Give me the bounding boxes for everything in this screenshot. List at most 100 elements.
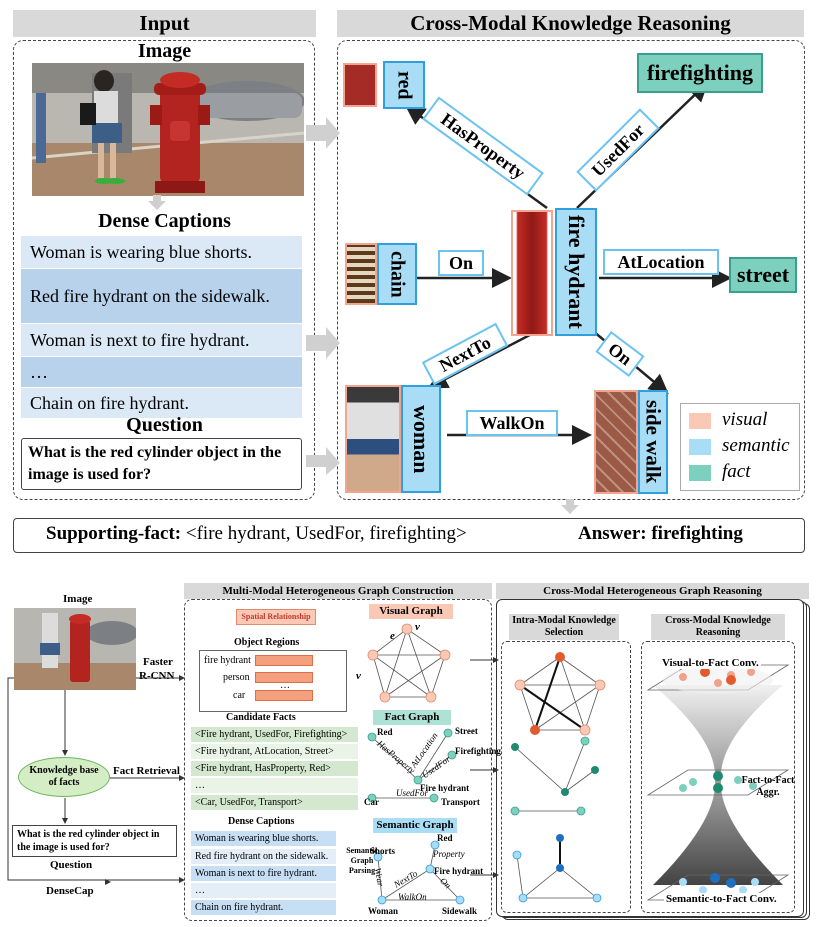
question-label: Question bbox=[126, 414, 203, 436]
mmhgc-box bbox=[184, 599, 492, 921]
legend-visual-label: visual bbox=[722, 409, 768, 430]
legend-fact-label: fact bbox=[722, 461, 751, 482]
fact-row-4: … bbox=[191, 778, 358, 793]
visual-graph bbox=[367, 623, 451, 703]
visual-red-crop bbox=[343, 63, 377, 107]
fact-row-5: <Car, UsedFor, Transport> bbox=[191, 795, 358, 810]
sg-shorts: Shorts bbox=[370, 846, 396, 856]
visual-woman-crop bbox=[345, 385, 401, 493]
region-person: person bbox=[223, 672, 250, 683]
fact-row-3: <Fire hydrant, HasProperty, Red> bbox=[191, 761, 358, 776]
b-question-box: What is the red cylinder object in the i… bbox=[12, 825, 177, 857]
caption-4: … bbox=[21, 357, 302, 387]
b-flow-arrows bbox=[470, 657, 499, 878]
fg-firefighting: Firefighting bbox=[455, 746, 501, 756]
region-bar-3 bbox=[255, 690, 313, 701]
visual-hydrant-crop bbox=[511, 210, 553, 336]
image-label: Image bbox=[137, 40, 192, 62]
b-street-photo bbox=[14, 608, 136, 690]
spatial-relationship: Spatial Relationship bbox=[236, 609, 316, 625]
rel-on-1: On bbox=[438, 250, 484, 276]
intra-semantic-graph bbox=[512, 834, 602, 903]
candidate-facts-label: Candidate Facts bbox=[226, 712, 296, 723]
sg-edge-walkon: WalkOn bbox=[398, 892, 427, 902]
sg-sidewalk: Sidewalk bbox=[442, 906, 478, 916]
dense-captions-label: Dense Captions bbox=[98, 210, 231, 232]
fact-row-2: <Fire hydrant, AtLocation, Street> bbox=[191, 744, 358, 759]
fg-edge-usedfor-2: UsedFor bbox=[396, 788, 428, 798]
legend-semantic-label: semantic bbox=[722, 435, 790, 456]
answer: Answer: firefighting bbox=[578, 523, 743, 545]
sg-red: Red bbox=[437, 833, 453, 843]
down-arrow-small bbox=[148, 195, 166, 210]
visual-graph-label: Visual Graph bbox=[369, 604, 453, 619]
node-street: street bbox=[729, 257, 797, 293]
vg-label-vj: v bbox=[356, 670, 361, 682]
fg-car: Car bbox=[364, 797, 379, 807]
gray-arrows bbox=[306, 117, 340, 475]
b-caption-3: Woman is next to fire hydrant. bbox=[191, 866, 336, 881]
answer-value: firefighting bbox=[651, 523, 743, 544]
b-caption-4: … bbox=[191, 883, 336, 898]
supporting-value: <fire hydrant, UsedFor, firefighting> bbox=[185, 523, 467, 544]
sgp-label: Semantic Graph Parsing bbox=[346, 846, 378, 875]
node-firefighting: firefighting bbox=[637, 53, 763, 93]
input-header: Input bbox=[13, 10, 316, 37]
down-arrow-small2 bbox=[561, 499, 579, 514]
sg-fire-hydrant: Fire hydrant bbox=[434, 866, 484, 876]
supporting-fact: Supporting-fact: <fire hydrant, UsedFor,… bbox=[46, 523, 467, 545]
visual-sidewalk-crop bbox=[594, 390, 638, 494]
answer-label: Answer: bbox=[578, 523, 647, 544]
legend-semantic-swatch bbox=[689, 439, 711, 455]
intra-modal-label: Intra-Modal Knowledge Selection bbox=[509, 614, 619, 640]
fg-red: Red bbox=[377, 727, 393, 737]
rcnn-label: R-CNN bbox=[139, 670, 175, 682]
caption-3: Woman is next to fire hydrant. bbox=[21, 324, 302, 356]
legend-visual-swatch bbox=[689, 413, 711, 429]
legend-fact-swatch bbox=[689, 465, 711, 481]
node-side-walk: side walk bbox=[638, 390, 668, 494]
region-car: car bbox=[233, 690, 246, 701]
vg-label-eij: e bbox=[390, 630, 395, 642]
caption-1: Woman is wearing blue shorts. bbox=[21, 236, 302, 268]
caption-5: Chain on fire hydrant. bbox=[21, 388, 302, 418]
region-ellipsis: … bbox=[280, 680, 290, 691]
node-woman: woman bbox=[401, 385, 441, 493]
semantic-graph bbox=[373, 840, 465, 905]
fact-retrieval-label: Fact Retrieval bbox=[113, 765, 180, 777]
b-caption-1: Woman is wearing blue shorts. bbox=[191, 831, 336, 846]
f2f-label: Fact-to-Fact Aggr. bbox=[741, 775, 795, 798]
street-photo bbox=[32, 63, 304, 196]
b-dense-captions-label: Dense Captions bbox=[228, 816, 295, 827]
sg-woman: Woman bbox=[368, 906, 399, 916]
question-box: What is the red cylinder object in the i… bbox=[21, 438, 302, 490]
intra-modal-box bbox=[501, 641, 631, 913]
input-box bbox=[13, 40, 315, 500]
faster-label: Faster bbox=[143, 656, 173, 668]
hourglass bbox=[646, 664, 790, 901]
vg-label-vi: v bbox=[415, 621, 420, 633]
fg-street: Street bbox=[455, 726, 478, 736]
b-question-label: Question bbox=[50, 859, 93, 871]
sg-edge-property: Property bbox=[433, 849, 465, 859]
caption-2: Red fire hydrant on the sidewalk. bbox=[21, 269, 302, 323]
mmhgc-header: Multi-Modal Heterogeneous Graph Construc… bbox=[184, 583, 492, 599]
b-caption-2: Red fire hydrant on the sidewalk. bbox=[191, 849, 336, 864]
fg-fire-hydrant: Fire hydrant bbox=[420, 783, 470, 793]
cross-modal-box bbox=[641, 641, 795, 913]
b-image-label: Image bbox=[63, 593, 93, 605]
region-fire-hydrant: fire hydrant bbox=[204, 655, 251, 666]
node-fire-hydrant: fire hydrant bbox=[555, 208, 597, 336]
region-bar-1 bbox=[255, 655, 313, 666]
object-regions-box bbox=[199, 650, 347, 712]
rel-atlocation: AtLocation bbox=[603, 249, 719, 275]
densecap-label: DenseCap bbox=[46, 885, 94, 897]
region-bar-2 bbox=[255, 672, 313, 683]
supporting-label: Supporting-fact: bbox=[46, 523, 182, 544]
rel-walkon: WalkOn bbox=[466, 410, 558, 436]
reasoning-header: Cross-Modal Knowledge Reasoning bbox=[337, 10, 804, 37]
fact-row-1: <Fire hydrant, UsedFor, Firefighting> bbox=[191, 727, 358, 742]
b-caption-5: Chain on fire hydrant. bbox=[191, 900, 336, 915]
semantic-graph-label: Semantic Graph bbox=[373, 818, 457, 833]
answer-bar bbox=[13, 518, 805, 553]
